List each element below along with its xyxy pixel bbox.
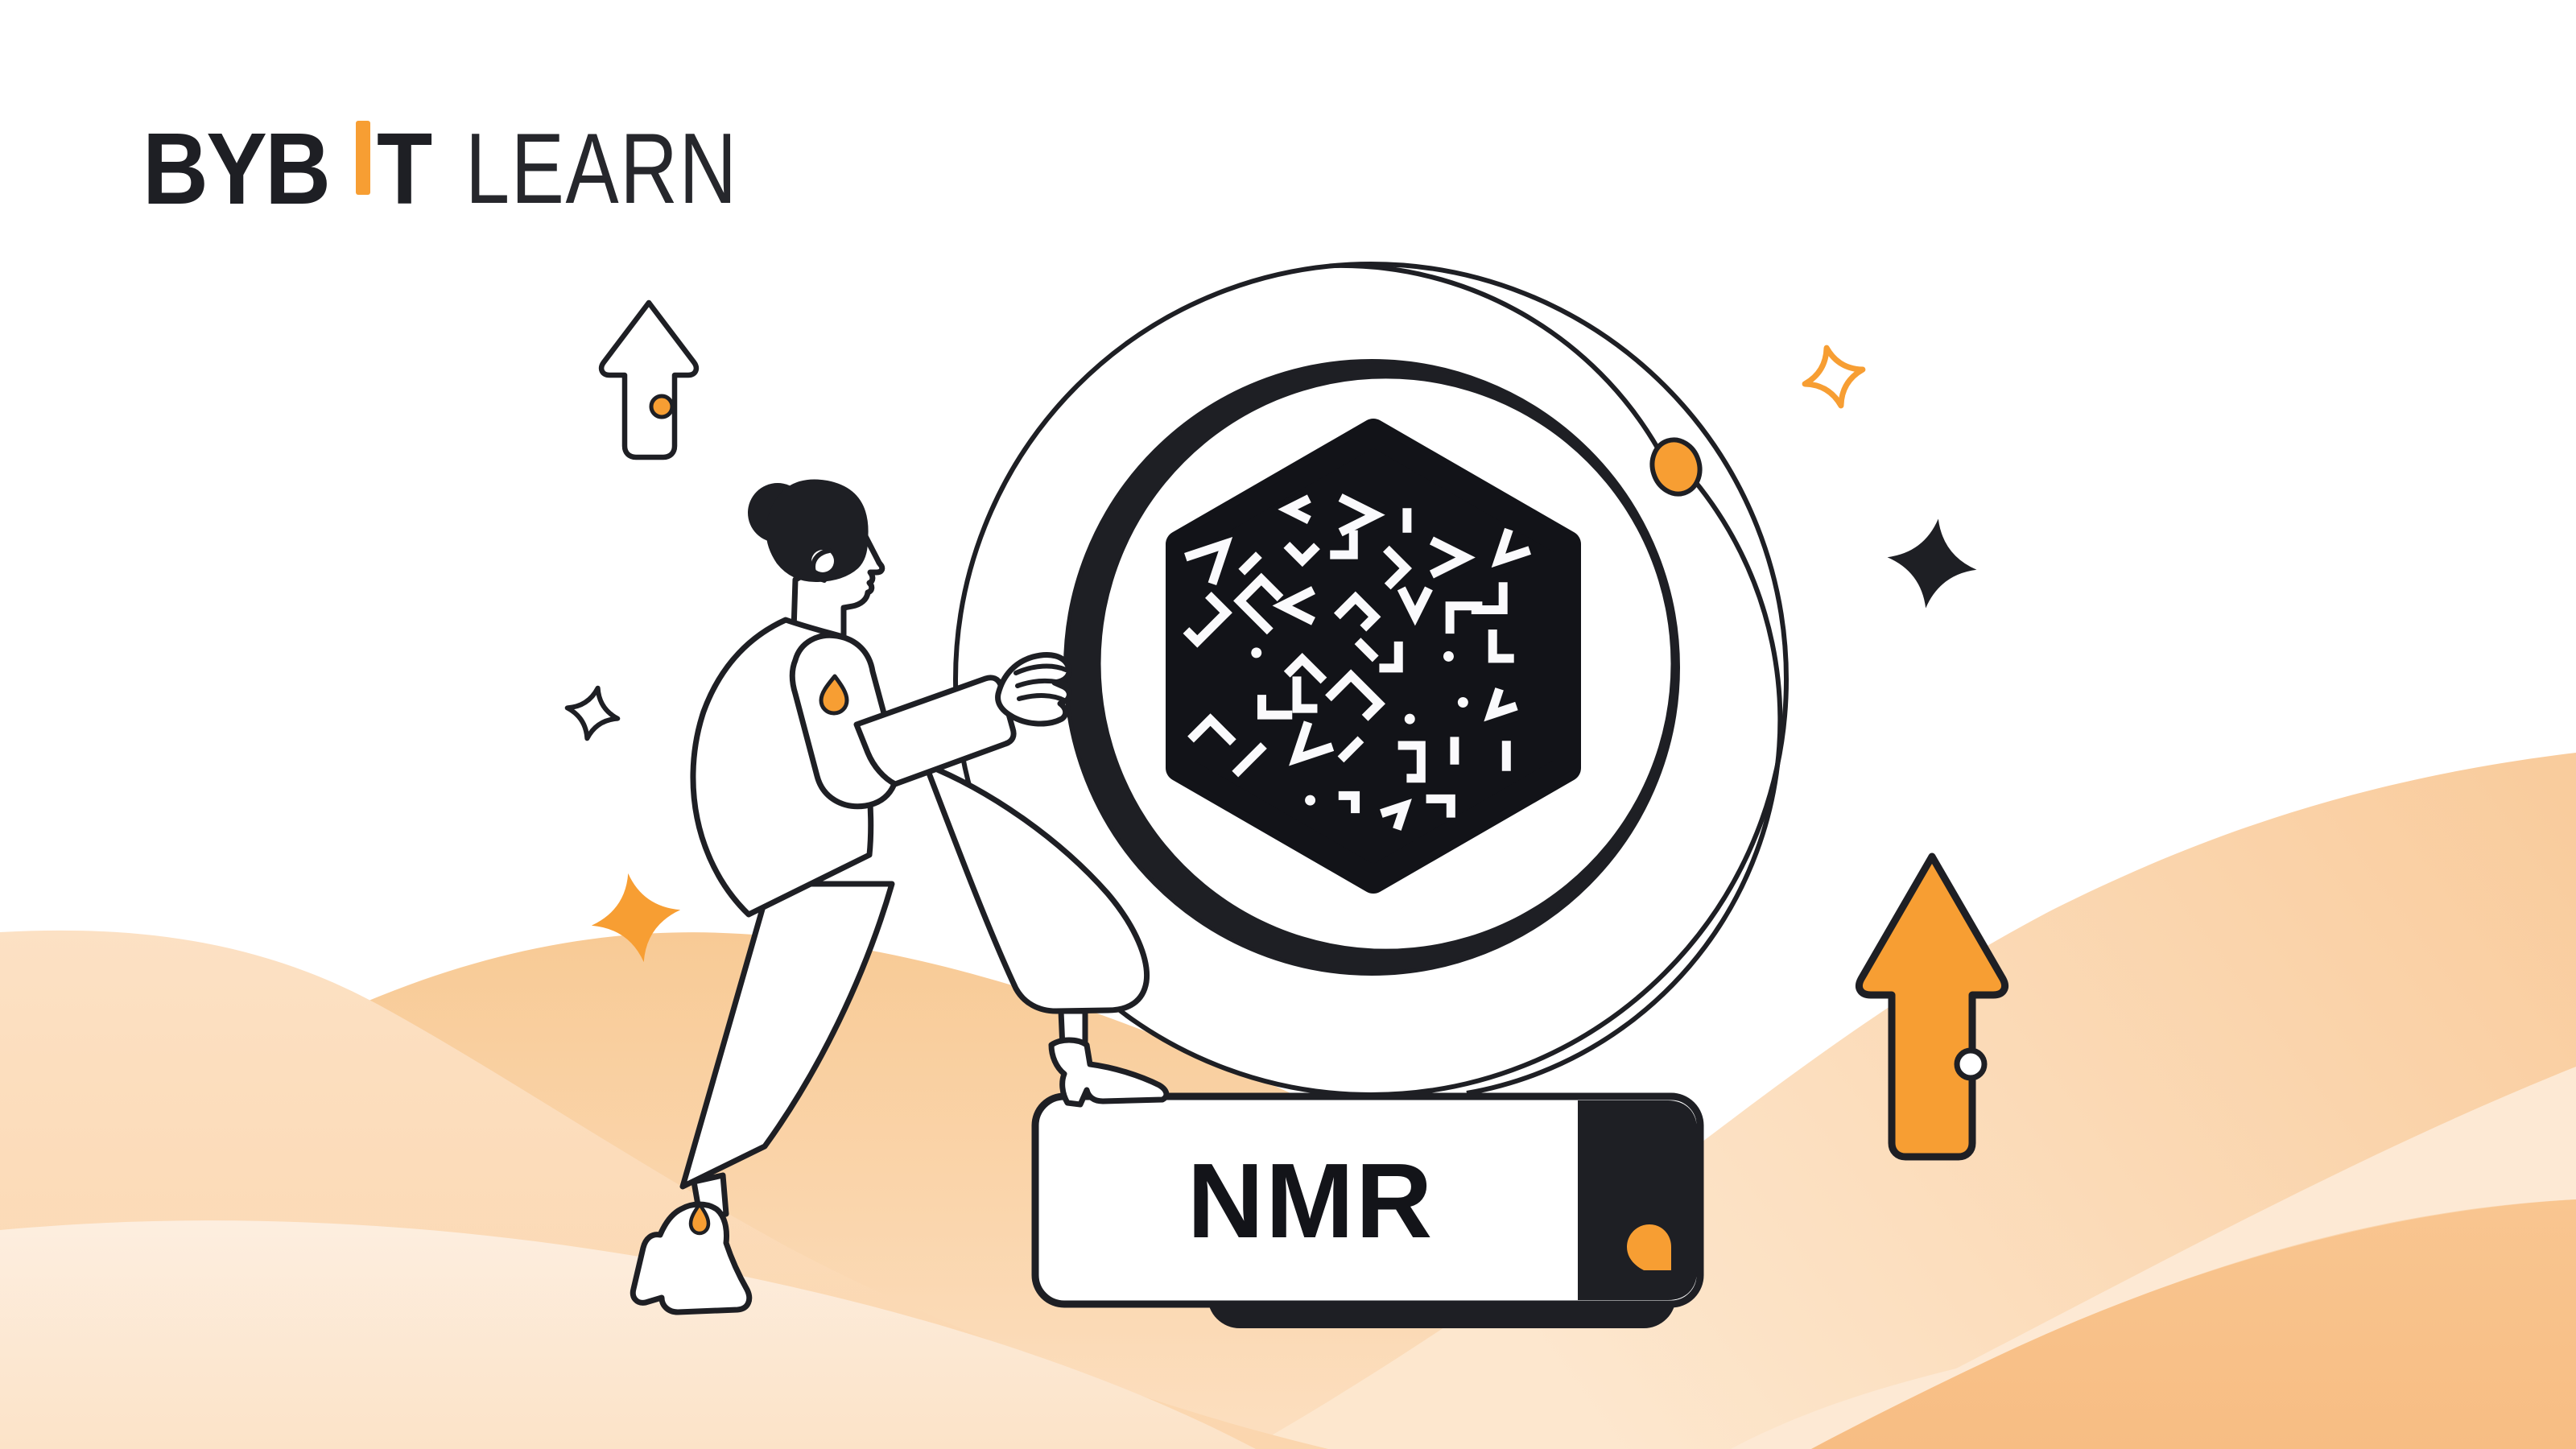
hex-glyph xyxy=(1330,530,1358,559)
plate-body xyxy=(1031,1092,1704,1308)
hex-glyph xyxy=(1338,791,1360,814)
hex-glyph xyxy=(1379,641,1403,673)
up-arrow-orange-icon xyxy=(1856,852,2008,1161)
woman-hair xyxy=(748,479,869,583)
hex-glyph xyxy=(1187,713,1236,746)
plate-black-section xyxy=(1578,1100,1697,1300)
coin-spiral-top xyxy=(1334,262,1661,451)
hex-glyph xyxy=(1337,736,1364,763)
decor xyxy=(564,299,2008,1161)
hex-glyph xyxy=(1278,494,1311,524)
hex-glyph xyxy=(1397,586,1433,626)
bybit-learn-logo: BYB T LEARN xyxy=(142,112,806,225)
hex-glyph xyxy=(1292,676,1318,713)
hex-glyph xyxy=(1272,586,1315,625)
woman-back-boot xyxy=(630,1201,753,1315)
wave-left-lightest xyxy=(0,1220,1256,1449)
hex-glyph xyxy=(1183,592,1232,648)
woman-figure xyxy=(630,479,1150,1315)
woman-front-leg xyxy=(923,762,1150,1014)
sparkle-black-icon xyxy=(1887,518,1977,609)
hex-glyph xyxy=(1380,799,1412,831)
wave-right-deep xyxy=(1811,1199,2576,1449)
coin-spiral-right xyxy=(1466,478,1783,1096)
hex-glyph xyxy=(1283,541,1320,568)
boot-orange-droplet-icon xyxy=(688,1202,711,1236)
hex-glyph xyxy=(1238,551,1262,576)
hex-glyph xyxy=(1429,536,1476,579)
woman-back-leg xyxy=(679,881,895,1190)
hex-glyph xyxy=(1354,638,1379,663)
arrow-white-notch-icon xyxy=(1954,1047,1988,1081)
hex-glyph xyxy=(1404,713,1415,724)
hex-glyph xyxy=(1257,695,1293,720)
token-plate: NMR xyxy=(1031,1092,1704,1328)
logo-bybit-prefix: BYB xyxy=(142,112,331,225)
logo-bybit-t: T xyxy=(377,112,432,225)
hex-glyph xyxy=(1305,795,1316,806)
hex-glyph xyxy=(1333,591,1381,632)
token-symbol-label: NMR xyxy=(1187,1141,1435,1260)
hex-glyph xyxy=(1325,669,1385,721)
sparkle-white-icon xyxy=(564,685,621,741)
plate-orange-clip-icon xyxy=(1627,1224,1671,1270)
hex-glyph xyxy=(1491,527,1531,568)
hex-glyph xyxy=(1426,794,1455,818)
hex-glyph xyxy=(1233,572,1284,635)
hex-glyph xyxy=(1184,536,1233,586)
woman-forearm xyxy=(853,675,1017,787)
sparkle-orange-outline-icon xyxy=(1802,345,1866,409)
hex-glyph xyxy=(1338,493,1385,537)
hex-glyph xyxy=(1484,687,1518,722)
hand-fingers xyxy=(1013,663,1070,703)
logo-orange-bar-icon xyxy=(356,121,371,195)
up-arrow-outline-icon xyxy=(598,299,700,460)
hair-ear-curl xyxy=(811,548,832,583)
wave-right-light-band xyxy=(1731,1067,2576,1449)
hex-glyph xyxy=(1443,650,1454,662)
arrow-orange-dot-icon xyxy=(649,394,675,419)
hex-glyph xyxy=(1471,582,1508,615)
hex-glyph xyxy=(1251,647,1262,658)
hex-glyph xyxy=(1457,697,1468,708)
orbit-orange-dot-icon xyxy=(1649,437,1703,497)
numeraire-coin xyxy=(953,262,1789,1097)
hex-glyph xyxy=(1397,741,1426,783)
logo-learn-label: LEARN xyxy=(465,114,738,225)
sleeve-orange-droplet-icon xyxy=(819,674,849,716)
hex-glyph xyxy=(1283,652,1327,684)
hex-glyph xyxy=(1488,630,1514,663)
woman-front-boot xyxy=(1048,1037,1170,1108)
hex-glyph xyxy=(1289,720,1335,766)
sparkle-orange-filled-icon xyxy=(591,873,681,963)
hex-glyph xyxy=(1232,742,1267,778)
hex-glyph xyxy=(1383,545,1413,590)
hexagon-glyph-pattern xyxy=(1183,493,1531,831)
